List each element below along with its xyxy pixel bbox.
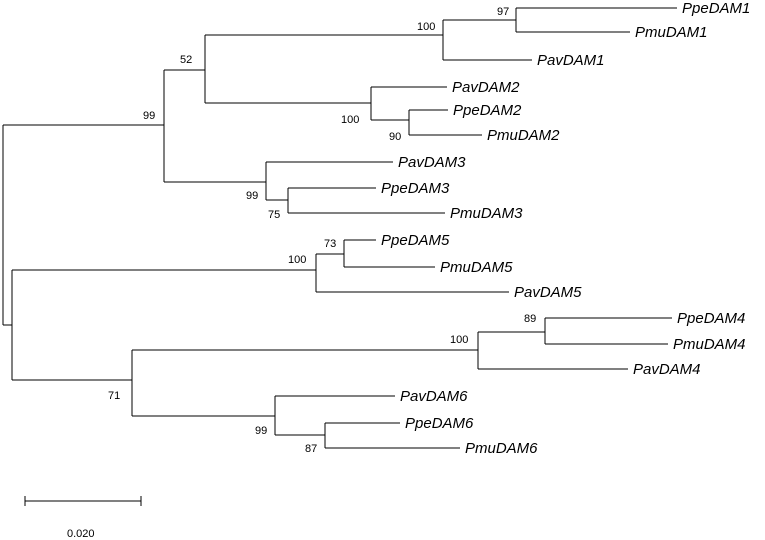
taxon-pav-dam2: PavDAM2 [452,79,520,96]
taxon-pmu-dam5: PmuDAM5 [440,259,513,276]
bootstrap-values: 97 100 52 100 90 99 99 75 73 100 89 100 … [108,6,536,455]
bootstrap-dam1-clade: 100 [417,21,435,33]
taxon-ppe-dam4: PpeDAM4 [677,310,745,327]
bootstrap-dam5-inner: 73 [324,238,336,250]
taxon-pav-dam3: PavDAM3 [398,154,466,171]
taxon-pav-dam1: PavDAM1 [537,52,605,69]
taxon-pav-dam6: PavDAM6 [400,388,468,405]
scale-bar: 0.020 [24,496,142,540]
bootstrap-dam46-clade: 71 [108,390,120,402]
bootstrap-dam12-clade: 52 [180,54,192,66]
bootstrap-dam123-clade: 99 [143,110,155,122]
taxon-pmu-dam4: PmuDAM4 [673,336,746,353]
taxon-pmu-dam6: PmuDAM6 [465,440,538,457]
taxon-pmu-dam3: PmuDAM3 [450,205,523,222]
bootstrap-dam4-clade: 100 [450,334,468,346]
scale-bar-label: 0.020 [67,528,95,540]
bootstrap-dam4-inner: 89 [524,313,536,325]
bootstrap-dam6-inner: 87 [305,443,317,455]
taxon-ppe-dam5: PpeDAM5 [381,232,450,249]
taxon-ppe-dam2: PpeDAM2 [453,102,522,119]
bootstrap-dam6-clade: 99 [255,425,267,437]
tree-branches [2,7,677,449]
bootstrap-dam2-inner: 90 [389,131,401,143]
bootstrap-dam2-clade: 100 [341,114,359,126]
bootstrap-dam3-inner: 75 [268,209,280,221]
bootstrap-dam1-inner: 97 [497,6,509,18]
taxon-pmu-dam2: PmuDAM2 [487,127,560,144]
taxon-pmu-dam1: PmuDAM1 [635,24,708,41]
bootstrap-dam5-clade: 100 [288,254,306,266]
taxon-ppe-dam3: PpeDAM3 [381,180,450,197]
bootstrap-dam3-clade: 99 [246,190,258,202]
taxon-labels: PpeDAM1 PmuDAM1 PavDAM1 PavDAM2 PpeDAM2 … [381,0,750,457]
taxon-pav-dam5: PavDAM5 [514,284,582,301]
taxon-ppe-dam6: PpeDAM6 [405,415,474,432]
taxon-ppe-dam1: PpeDAM1 [682,0,750,17]
taxon-pav-dam4: PavDAM4 [633,361,701,378]
